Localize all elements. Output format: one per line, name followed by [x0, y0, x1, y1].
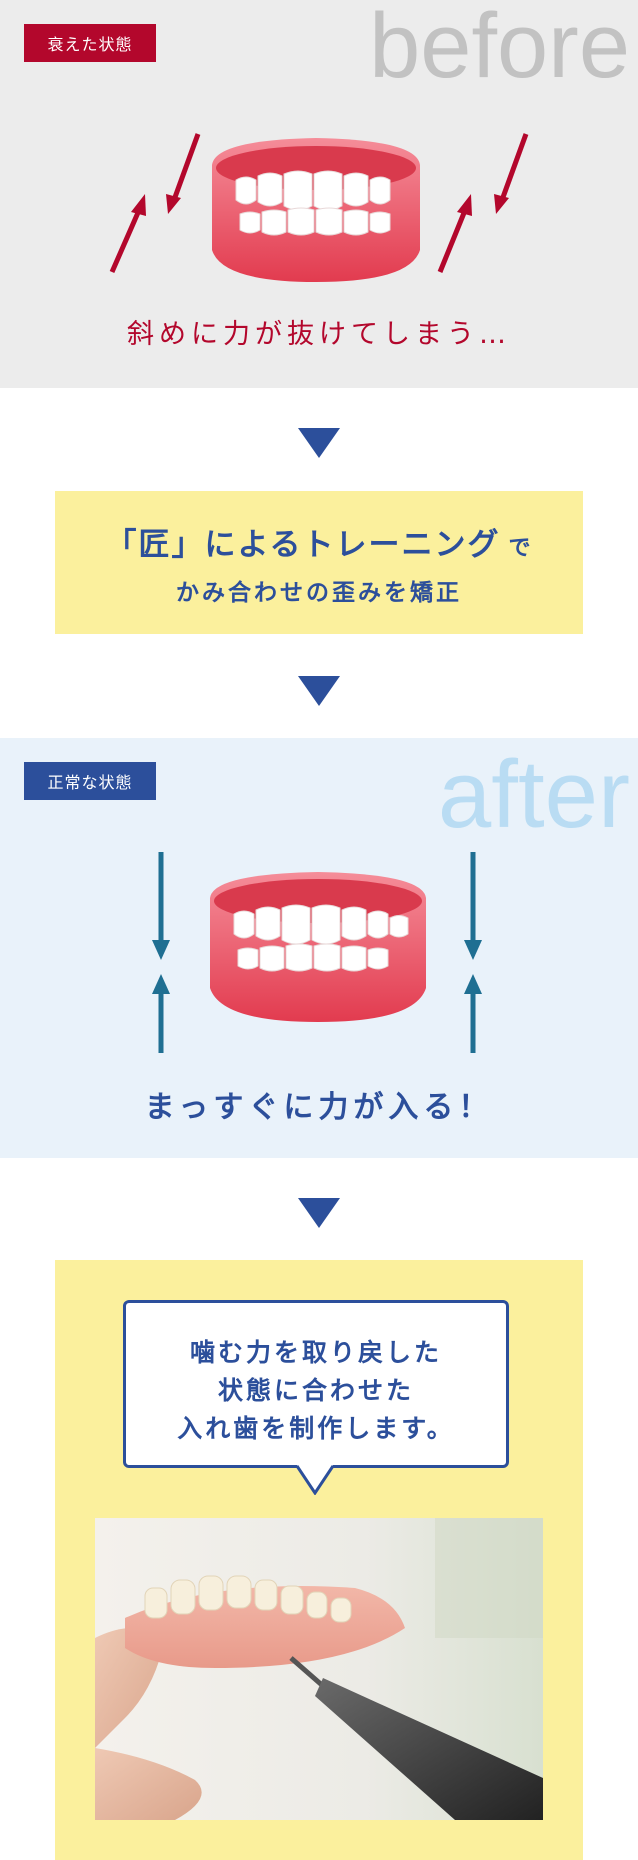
- training-subheading: かみ合わせの歪みを矯正: [176, 580, 462, 606]
- before-state-tag: 衰えた状態: [24, 24, 156, 62]
- after-word: after: [437, 741, 630, 848]
- vertical-arrow-icon: [152, 974, 170, 1053]
- training-heading-main: 「匠」によるトレーニング: [105, 527, 501, 563]
- result-box: 噛む力を取り戻した 状態に合わせた 入れ歯を制作します。: [55, 1260, 583, 1860]
- before-section: 衰えた状態 before: [0, 0, 638, 388]
- down-triangle-icon: [298, 676, 340, 706]
- diagonal-arrow-icon: [166, 133, 201, 214]
- before-word: before: [369, 0, 630, 97]
- dental-drill-icon: [289, 1656, 543, 1820]
- training-heading-suffix: で: [508, 536, 533, 561]
- down-triangle-icon: [298, 428, 340, 458]
- before-caption: 斜めに力が抜けてしまう…: [127, 319, 511, 350]
- denture-crafting-photo: [95, 1518, 543, 1820]
- bubble-line: 入れ歯を制作します。: [177, 1414, 455, 1443]
- after-illustration: [152, 852, 482, 1053]
- down-triangle-icon: [298, 1198, 340, 1228]
- after-state-tag: 正常な状態: [24, 762, 156, 800]
- after-caption: まっすぐに力が入る！: [144, 1090, 494, 1125]
- teeth-model-icon: [210, 872, 426, 1022]
- training-box: 「匠」によるトレーニングで かみ合わせの歪みを矯正: [55, 491, 583, 634]
- speech-bubble-tail: [295, 1465, 335, 1495]
- after-section: 正常な状態 after: [0, 738, 638, 1158]
- diagonal-arrow-icon: [109, 194, 146, 274]
- bubble-line: 噛む力を取り戻した: [189, 1338, 442, 1367]
- training-heading: 「匠」によるトレーニングで: [55, 519, 583, 564]
- vertical-arrow-icon: [152, 852, 170, 960]
- diagonal-arrow-icon: [494, 133, 529, 214]
- diagonal-arrow-icon: [437, 194, 472, 273]
- vertical-arrow-icon: [464, 852, 482, 960]
- before-illustration: [109, 133, 529, 282]
- speech-bubble: 噛む力を取り戻した 状態に合わせた 入れ歯を制作します。: [123, 1300, 509, 1468]
- bubble-line: 状態に合わせた: [217, 1376, 414, 1405]
- teeth-model-icon: [212, 138, 420, 282]
- vertical-arrow-icon: [464, 974, 482, 1053]
- denture-icon: [125, 1575, 405, 1668]
